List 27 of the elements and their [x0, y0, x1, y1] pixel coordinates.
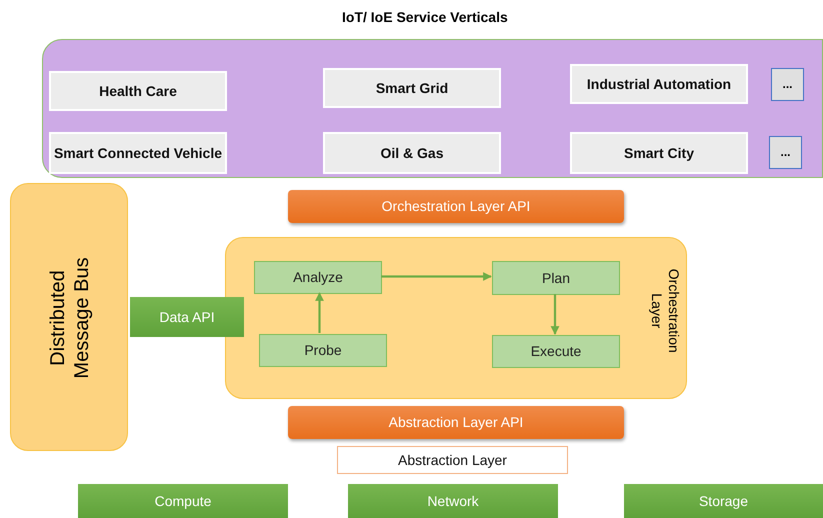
service-box: Health Care: [49, 71, 227, 111]
api-bar: Orchestration Layer API: [288, 190, 624, 223]
resource-bar: Compute: [78, 484, 288, 518]
process-box: Plan: [492, 261, 620, 295]
heading: IoT/ IoE Service Verticals: [342, 9, 508, 26]
service-box: Smart City: [570, 132, 748, 174]
arrow: [381, 272, 492, 281]
arrow: [550, 294, 560, 335]
rotated-label: Distributed Message Bus: [46, 256, 94, 381]
resource-bar: Storage: [624, 484, 823, 518]
layer-container: [225, 237, 687, 399]
process-box: Analyze: [254, 261, 382, 294]
bus-panel: [10, 183, 128, 451]
process-box: Probe: [259, 334, 387, 367]
resource-bar: Network: [348, 484, 558, 518]
more-box: ...: [769, 136, 802, 169]
api-bar: Abstraction Layer API: [288, 406, 624, 439]
service-box: Smart Connected Vehicle: [49, 132, 227, 174]
service-box: Oil & Gas: [323, 132, 501, 174]
api-box: Data API: [130, 297, 244, 337]
layer-box: Abstraction Layer: [337, 446, 568, 474]
process-box: Execute: [492, 335, 620, 368]
rotated-label: Orchestration Layer: [648, 268, 682, 355]
more-box: ...: [771, 68, 804, 101]
service-box: Industrial Automation: [570, 64, 748, 104]
arrow: [315, 292, 324, 333]
service-box: Smart Grid: [323, 68, 501, 108]
